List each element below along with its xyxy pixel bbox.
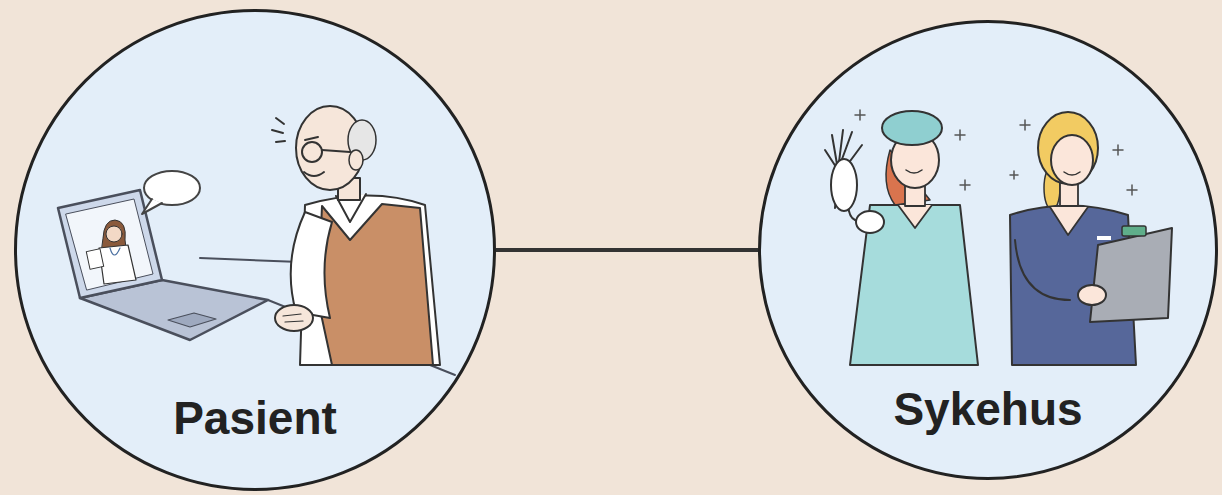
node-label: Sykehus bbox=[893, 383, 1082, 436]
circle-node: Pasient bbox=[14, 9, 496, 491]
connector-line bbox=[496, 248, 758, 252]
node-circle bbox=[16, 11, 495, 490]
circle-node: Sykehus bbox=[758, 20, 1218, 480]
node-circle bbox=[760, 22, 1217, 479]
node-label: Pasient bbox=[173, 392, 337, 445]
